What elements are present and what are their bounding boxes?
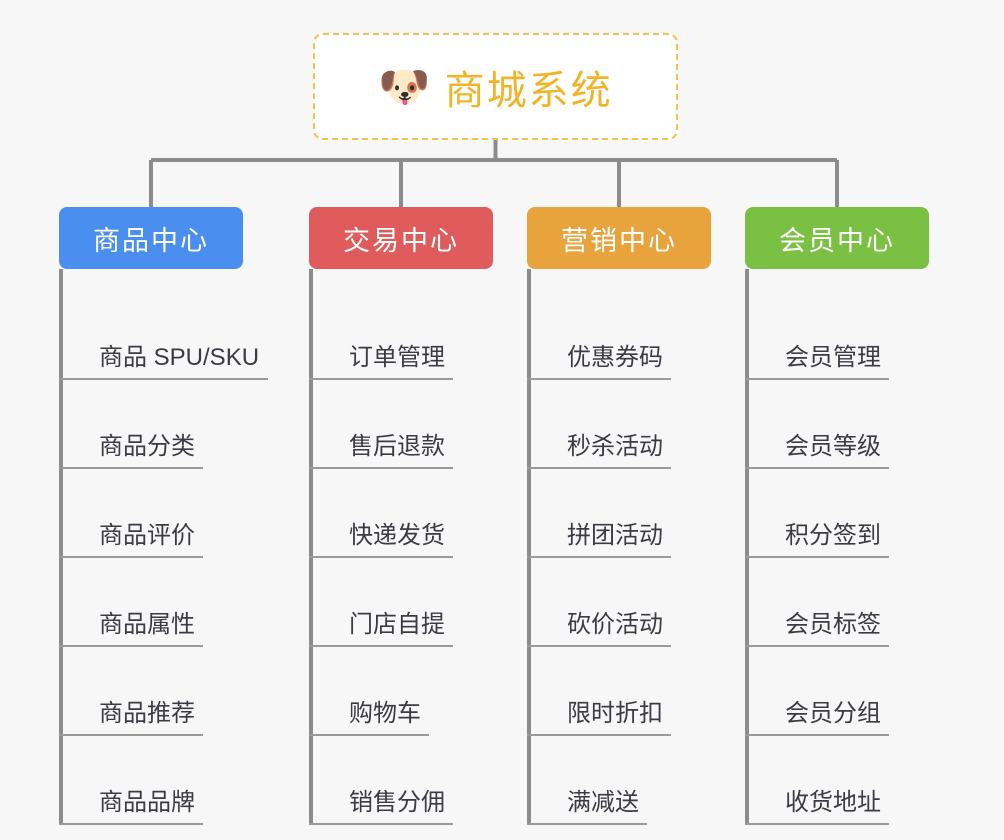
leaf-label: 秒杀活动	[567, 433, 663, 460]
leaf-underline	[527, 645, 671, 647]
leaf-list-0: 商品 SPU/SKU 商品分类 商品评价 商品属性 商品推荐 商品品牌	[59, 269, 268, 825]
category-box-0[interactable]: 商品中心	[59, 207, 243, 269]
leaf-label: 会员分组	[785, 700, 881, 727]
leaf-label: 商品评价	[99, 522, 195, 549]
leaf-underline	[745, 645, 889, 647]
category-box-1[interactable]: 交易中心	[309, 207, 493, 269]
list-item[interactable]: 订单管理	[309, 291, 493, 380]
list-item[interactable]: 会员管理	[745, 291, 929, 380]
leaf-label: 商品品牌	[99, 789, 195, 816]
dog-face-icon: 🐶	[378, 62, 431, 110]
leaf-label: 拼团活动	[567, 522, 663, 549]
list-item[interactable]: 购物车	[309, 647, 493, 736]
leaf-label: 售后退款	[349, 433, 445, 460]
leaf-label: 砍价活动	[567, 611, 663, 638]
category-box-3[interactable]: 会员中心	[745, 207, 929, 269]
list-item[interactable]: 售后退款	[309, 380, 493, 469]
leaf-label: 会员标签	[785, 611, 881, 638]
category-column-1: 交易中心 订单管理 售后退款 快递发货 门店自提 购物车	[309, 207, 493, 825]
list-item[interactable]: 砍价活动	[527, 558, 711, 647]
category-box-2[interactable]: 营销中心	[527, 207, 711, 269]
leaf-underline	[309, 467, 453, 469]
leaf-label: 优惠券码	[567, 344, 663, 371]
list-item[interactable]: 会员等级	[745, 380, 929, 469]
leaf-label: 购物车	[349, 700, 421, 727]
leaf-underline	[527, 734, 671, 736]
leaf-underline	[527, 823, 647, 825]
category-label-3: 会员中心	[779, 225, 895, 256]
list-item[interactable]: 商品评价	[59, 469, 243, 558]
leaf-underline	[527, 378, 671, 380]
leaf-underline	[59, 823, 203, 825]
leaf-label: 收货地址	[785, 789, 881, 816]
list-item[interactable]: 商品分类	[59, 380, 243, 469]
leaf-label: 会员等级	[785, 433, 881, 460]
list-item[interactable]: 商品属性	[59, 558, 243, 647]
leaf-label: 快递发货	[349, 522, 445, 549]
list-item[interactable]: 拼团活动	[527, 469, 711, 558]
leaf-underline	[59, 378, 268, 380]
root-node[interactable]: 🐶 商城系统	[313, 33, 678, 140]
leaf-label: 销售分佣	[349, 789, 445, 816]
leaf-underline	[309, 823, 453, 825]
leaf-underline	[59, 645, 203, 647]
list-item[interactable]: 商品品牌	[59, 736, 243, 825]
category-column-0: 商品中心 商品 SPU/SKU 商品分类 商品评价 商品属性 商品推荐	[59, 207, 268, 825]
root-title: 商城系统	[444, 68, 613, 113]
leaf-underline	[309, 734, 429, 736]
leaf-label: 商品推荐	[99, 700, 195, 727]
list-item[interactable]: 会员标签	[745, 558, 929, 647]
leaf-list-1: 订单管理 售后退款 快递发货 门店自提 购物车 销售分佣	[309, 269, 493, 825]
leaf-underline	[745, 378, 889, 380]
list-item[interactable]: 门店自提	[309, 558, 493, 647]
leaf-list-3: 会员管理 会员等级 积分签到 会员标签 会员分组 收货地址	[745, 269, 929, 825]
leaf-list-2: 优惠券码 秒杀活动 拼团活动 砍价活动 限时折扣 满减送	[527, 269, 711, 825]
leaf-underline	[309, 645, 453, 647]
list-item[interactable]: 满减送	[527, 736, 711, 825]
leaf-underline	[59, 734, 203, 736]
list-item[interactable]: 会员分组	[745, 647, 929, 736]
leaf-label: 积分签到	[785, 522, 881, 549]
leaf-underline	[745, 467, 889, 469]
list-item[interactable]: 限时折扣	[527, 647, 711, 736]
list-item[interactable]: 商品推荐	[59, 647, 243, 736]
leaf-underline	[527, 556, 671, 558]
list-item[interactable]: 商品 SPU/SKU	[59, 291, 268, 380]
leaf-label: 会员管理	[785, 344, 881, 371]
leaf-underline	[59, 467, 203, 469]
category-column-3: 会员中心 会员管理 会员等级 积分签到 会员标签 会员分组	[745, 207, 929, 825]
list-item[interactable]: 优惠券码	[527, 291, 711, 380]
leaf-label: 满减送	[567, 789, 639, 816]
leaf-label: 商品属性	[99, 611, 195, 638]
category-label-1: 交易中心	[343, 225, 459, 256]
leaf-underline	[309, 556, 453, 558]
leaf-label: 商品 SPU/SKU	[99, 344, 260, 371]
leaf-underline	[745, 556, 889, 558]
leaf-label: 门店自提	[349, 611, 445, 638]
category-column-2: 营销中心 优惠券码 秒杀活动 拼团活动 砍价活动 限时折扣	[527, 207, 711, 825]
leaf-underline	[309, 378, 453, 380]
leaf-underline	[527, 467, 671, 469]
leaf-underline	[59, 556, 203, 558]
list-item[interactable]: 积分签到	[745, 469, 929, 558]
list-item[interactable]: 销售分佣	[309, 736, 493, 825]
list-item[interactable]: 秒杀活动	[527, 380, 711, 469]
category-label-0: 商品中心	[93, 225, 209, 256]
list-item[interactable]: 快递发货	[309, 469, 493, 558]
leaf-label: 订单管理	[349, 344, 445, 371]
leaf-underline	[745, 823, 889, 825]
list-item[interactable]: 收货地址	[745, 736, 929, 825]
leaf-label: 限时折扣	[567, 700, 663, 727]
leaf-label: 商品分类	[99, 433, 195, 460]
leaf-underline	[745, 734, 889, 736]
category-label-2: 营销中心	[561, 225, 677, 256]
